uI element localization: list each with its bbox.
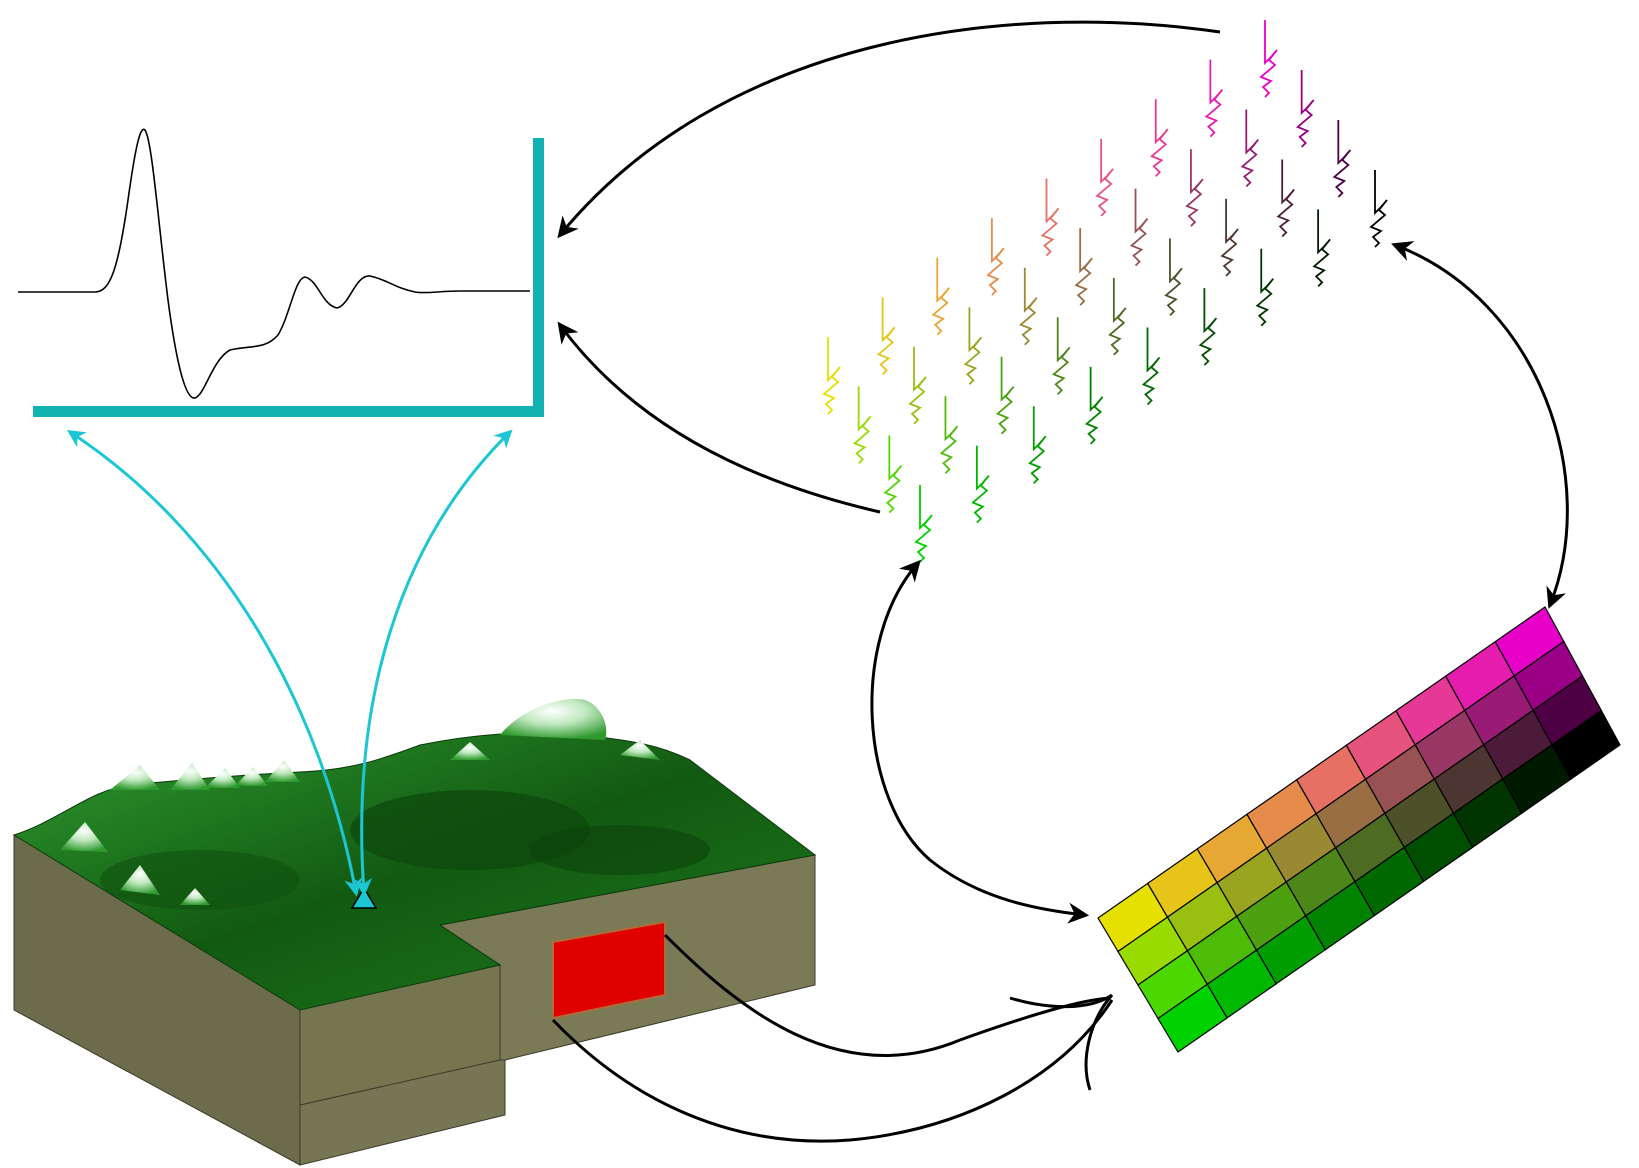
synthetic-trace — [1108, 277, 1127, 356]
arrow-traces-to-seismogram-bottom — [557, 321, 881, 514]
arrow-traces-grid-left-link — [870, 559, 1090, 924]
arrowhead-lower-barb — [1084, 994, 1114, 1091]
arrow-fault-to-grid-lower — [551, 999, 1114, 1143]
synthetic-trace — [931, 257, 950, 336]
synthetic-trace — [1185, 149, 1204, 227]
synthetic-trace — [1220, 198, 1239, 277]
synthetic-trace — [852, 386, 872, 464]
synthetic-trace — [1198, 288, 1218, 366]
synthetic-trace — [883, 435, 903, 514]
seismogram-axis-vertical — [533, 138, 544, 417]
grid-cell — [1551, 709, 1621, 780]
seismogram-trace — [18, 128, 530, 399]
ray-path-left — [66, 430, 363, 897]
block-model — [12, 699, 817, 1166]
synthetic-trace — [1255, 248, 1274, 327]
synthetic-trace — [1028, 406, 1047, 484]
synthetic-trace — [1332, 120, 1352, 198]
synthetic-trace — [1150, 99, 1169, 177]
synthetic-trace — [1276, 159, 1295, 238]
arrow-traces-grid-link — [1391, 241, 1569, 609]
synthetic-trace-array — [822, 20, 1388, 563]
slip-model-grid — [1097, 606, 1621, 1053]
fault-patch — [552, 920, 666, 1020]
synthetic-trace — [1141, 327, 1161, 406]
arrowhead-upper-barb — [1009, 993, 1113, 1009]
synthetic-trace — [939, 396, 959, 474]
ray-path-right — [353, 429, 513, 897]
synthetic-trace — [995, 356, 1015, 435]
synthetic-trace — [1240, 109, 1259, 188]
synthetic-trace — [1095, 138, 1114, 217]
synthetic-trace — [1259, 20, 1278, 98]
synthetic-trace — [1369, 170, 1388, 248]
synthetic-trace — [822, 337, 841, 415]
synthetic-trace — [914, 485, 933, 563]
station-marker — [350, 886, 378, 909]
synthetic-trace — [1312, 209, 1331, 288]
synthetic-trace — [1295, 70, 1315, 148]
seismogram-axis-horizontal — [33, 406, 544, 417]
synthetic-trace — [986, 218, 1005, 296]
ray-paths — [66, 429, 513, 897]
synthetic-trace — [908, 346, 927, 425]
synthetic-trace — [1074, 228, 1093, 306]
seismogram-panel — [18, 128, 544, 417]
synthetic-trace — [876, 297, 896, 376]
synthetic-trace — [971, 445, 990, 524]
synthetic-trace — [1164, 238, 1183, 317]
terrain-shadow — [530, 825, 710, 875]
synthetic-trace — [1051, 317, 1071, 395]
synthetic-trace — [1040, 178, 1060, 257]
synthetic-trace — [1129, 188, 1149, 267]
arrow-traces-to-seismogram-top — [557, 20, 1221, 239]
synthetic-trace — [1204, 59, 1224, 138]
synthetic-trace — [963, 307, 983, 385]
flow-arrows — [551, 20, 1569, 1143]
synthetic-trace — [1084, 366, 1104, 445]
synthetic-trace — [1019, 267, 1038, 346]
